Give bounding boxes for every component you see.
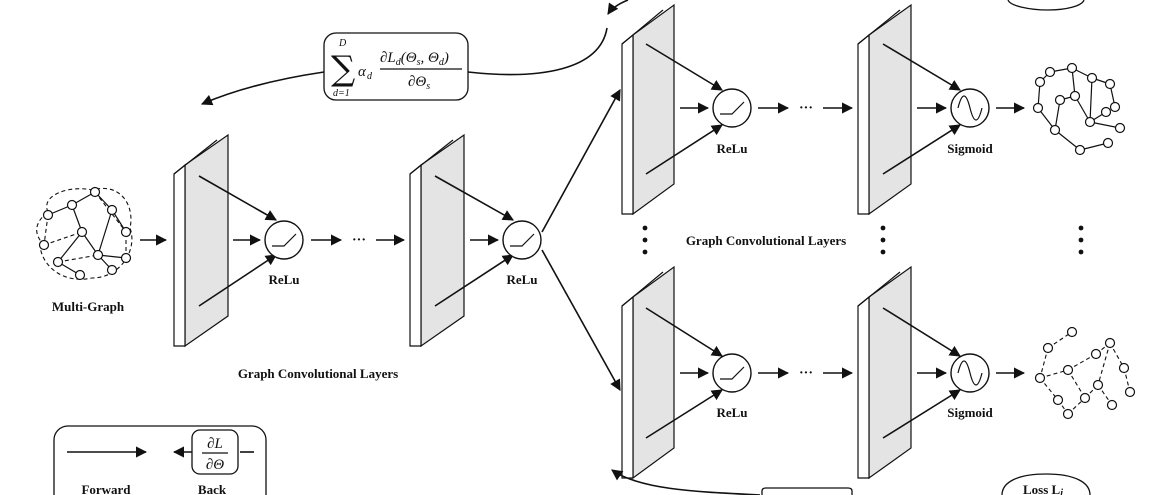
output-graph-top-icon — [1032, 62, 1126, 156]
bottom-box-partial — [761, 487, 853, 495]
ellipsis-top: ··· — [799, 101, 813, 116]
arrow-backprop-top — [607, 0, 629, 15]
gcl-label-left: Graph Convolutional Layers — [238, 366, 398, 381]
gcl-plate-top-2 — [857, 3, 912, 216]
formula-denominator: ∂Θs — [408, 74, 430, 92]
vertical-ellipsis — [642, 225, 1084, 255]
arrow-b2-bottom — [882, 389, 961, 439]
arrow-backprop-left — [200, 71, 325, 106]
relu-node-left-1 — [264, 220, 304, 260]
sigmoid-label-2: Sigmoid — [947, 405, 993, 420]
gcl-plate-bottom-2 — [857, 265, 912, 480]
arrow-b1-top — [645, 307, 723, 357]
gradient-formula-box: ∑ D d=1 α d ∂Ld(Θs, Θd) ∂Θs — [323, 32, 469, 101]
gcl-label-right: Graph Convolutional Layers — [686, 233, 846, 248]
sigmoid-node-top — [950, 88, 990, 128]
ellipsis-bottom: ··· — [799, 366, 813, 381]
gcl-plate-top-1 — [621, 3, 675, 216]
arrow-backprop-bottom — [611, 469, 761, 495]
arrow-l2-bottom — [434, 254, 514, 307]
loss-label: Loss Li — [1023, 482, 1063, 495]
relu-node-left-2 — [502, 220, 542, 260]
multi-graph-label: Multi-Graph — [52, 299, 125, 314]
sum-upper: D — [338, 38, 347, 49]
sum-symbol: ∑ — [331, 49, 355, 89]
arrow-branch-bottom — [541, 249, 621, 391]
sigmoid-node-bottom — [950, 353, 990, 393]
relu-label-4: ReLu — [716, 405, 747, 420]
loss-bubble-bottom: Loss Li — [1001, 473, 1091, 495]
legend-back-symbol-box — [191, 429, 239, 475]
relu-node-bottom — [712, 353, 752, 393]
sum-lower: d=1 — [333, 88, 350, 99]
arrow-l1-bottom — [198, 254, 277, 307]
gcl-plate-bottom-1 — [621, 265, 675, 480]
ellipsis-left: ··· — [352, 233, 366, 248]
arrow-b2-top — [882, 307, 961, 357]
alpha-symbol: α — [358, 64, 367, 80]
arrow-branch-top — [541, 89, 621, 233]
relu-label-2: ReLu — [506, 272, 537, 287]
loss-bubble-top — [1007, 0, 1085, 11]
sigmoid-label-1: Sigmoid — [947, 141, 993, 156]
arrow-t2-top — [882, 43, 961, 91]
arrow-l1-top — [198, 175, 277, 221]
multi-graph-icon — [36, 186, 133, 281]
arrow-b1-bottom — [645, 389, 723, 439]
legend-back-label: Back — [198, 482, 227, 495]
formula-numerator: ∂Ld(Θs, Θd) — [380, 50, 449, 68]
relu-node-top — [712, 88, 752, 128]
legend-forward-label: Forward — [81, 482, 131, 495]
formula-connector — [467, 27, 608, 76]
alpha-sub: d — [367, 71, 373, 82]
arrow-t1-top — [645, 43, 723, 91]
legend-back-numerator: ∂L — [207, 436, 223, 452]
arrow-t1-bottom — [645, 124, 723, 175]
arrow-l2-top — [434, 175, 514, 221]
gcl-plate-left-1 — [173, 133, 229, 348]
relu-label-1: ReLu — [268, 272, 299, 287]
output-graph-bottom-icon — [1034, 326, 1136, 420]
legend-box: Forward ∂L ∂Θ Back — [53, 425, 267, 495]
arrow-t2-bottom — [882, 124, 961, 175]
gcl-plate-left-2 — [409, 133, 465, 348]
relu-label-3: ReLu — [716, 141, 747, 156]
legend-back-denominator: ∂Θ — [206, 457, 224, 473]
